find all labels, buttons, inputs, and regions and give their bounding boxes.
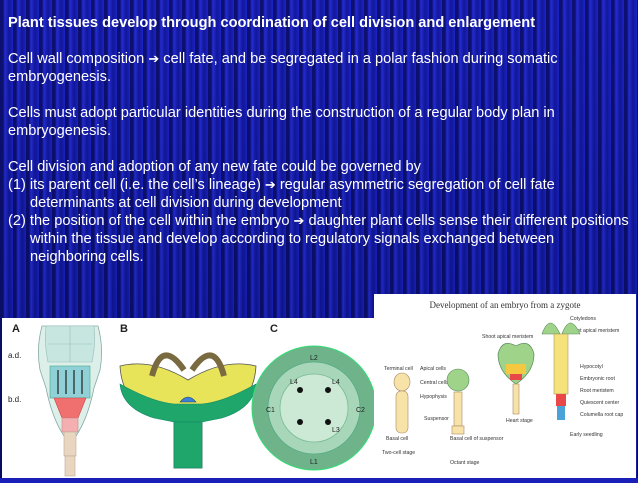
heart-stage-drawing [497, 343, 535, 415]
right-arrow-icon: ➔ [293, 213, 305, 228]
label-early-seedling: Early seedling [570, 432, 603, 438]
label-c1: C1 [266, 407, 275, 414]
right-arrow-icon: ➔ [264, 177, 276, 192]
list-item-lineage-b: regular asymmetric segregation of cell f… [30, 177, 555, 211]
octant-stage-drawing [446, 368, 470, 435]
panel-b-label: B [120, 323, 128, 335]
governance-intro: Cell division and adoption of any new fa… [8, 159, 421, 175]
label-heart-stage: Heart stage [506, 418, 533, 424]
figure-embryo-development-svg: Cotyledons Shoot apical meristem Shoot a… [382, 316, 623, 466]
slide-title: Plant tissues develop through coordinati… [8, 15, 536, 31]
list-item-lineage: (1) its parent cell (i.e. the cell’s lin… [8, 176, 630, 212]
slide-content: Plant tissues develop through coordinati… [8, 14, 630, 266]
label-l4-left: L4 [290, 379, 298, 386]
label-l2-top: L2 [310, 355, 318, 362]
right-arrow-icon: ➔ [148, 51, 160, 66]
label-apical-daughter: a.d. [8, 351, 21, 360]
figure-embryo-development-title: Development of an embryo from a zygote [429, 300, 581, 310]
label-terminal-cell: Terminal cell [384, 366, 413, 372]
figure-embryo-panels: A B C a.d. b.d. [2, 318, 377, 478]
paragraph-governance: Cell division and adoption of any new fa… [8, 158, 630, 266]
label-l4-right: L4 [332, 379, 340, 386]
label-suspensor: Suspensor [424, 416, 449, 422]
paragraph-cell-wall-a: Cell wall composition [8, 51, 149, 67]
paragraph-cell-wall-b: cell fate, and be segregated in a polar … [8, 51, 558, 85]
label-hypophysis: Hypophysis [420, 394, 447, 400]
panel-b-seedling [119, 352, 257, 469]
figure-embryo-development: Development of an embryo from a zygote C… [374, 294, 636, 478]
label-cotyledons: Cotyledons [570, 316, 596, 322]
figure-embryo-panels-svg: A B C a.d. b.d. [8, 323, 377, 477]
label-basal-cell-suspensor: Basal cell of suspensor [450, 436, 504, 442]
list-item-lineage-a: (1) its parent cell (i.e. the cell’s lin… [8, 177, 265, 193]
list-item-position-a: (2) the position of the cell within the … [8, 213, 294, 229]
panel-a-arrows [57, 370, 83, 394]
label-octant-stage: Octant stage [450, 460, 480, 466]
paragraph-cell-wall: Cell wall composition ➔ cell fate, and b… [8, 50, 630, 86]
label-l3: L3 [332, 427, 340, 434]
label-shoot-apical-meristem: Shoot apical meristem [482, 334, 533, 340]
label-quiescent-center: Quiescent center [580, 400, 619, 406]
label-shoot-apical-meristem-2: Shoot apical meristem [568, 328, 619, 334]
label-hypocotyl: Hypocotyl [580, 364, 603, 370]
label-embryonic-root: Embryonic root [580, 376, 615, 382]
label-l1: L1 [310, 459, 318, 466]
label-root-meristem: Root meristem [580, 388, 614, 394]
label-central-cells: Central cells [420, 380, 449, 386]
panel-a-label: A [12, 323, 20, 335]
label-c2: C2 [356, 407, 365, 414]
panel-c-cross-section: L2 L4 L4 C2 C1 L3 L1 [251, 345, 377, 471]
label-basal-daughter: b.d. [8, 395, 21, 404]
paragraph-identities: Cells must adopt particular identities d… [8, 105, 555, 139]
list-item-position-b: daughter plant cells sense their differe… [30, 213, 629, 265]
early-seedling-drawing [541, 322, 581, 420]
panel-a-embryo [38, 325, 102, 477]
label-two-cell-stage: Two-cell stage [382, 450, 415, 456]
two-cell-stage-drawing [393, 372, 411, 434]
label-basal-cell: Basal cell [386, 436, 408, 442]
label-columella: Columella root cap [580, 412, 623, 418]
list-item-position: (2) the position of the cell within the … [8, 212, 630, 266]
label-apical-cells: Apical cells [420, 366, 446, 372]
panel-c-label: C [270, 323, 278, 335]
